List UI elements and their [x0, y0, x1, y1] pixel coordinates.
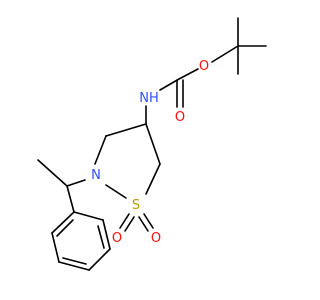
bond-phenyl-3-4 [88, 248, 111, 271]
bond-ring-c3-n [94, 135, 107, 165]
bond-s-oxygen-left-b [124, 216, 135, 232]
atom-label-o-carbonyl: O [175, 110, 185, 125]
bond-tbu-oxygen [211, 45, 239, 63]
structure-canvas: O O NH N S O O [37, 17, 267, 271]
atom-label-o-ester: O [199, 59, 209, 74]
bond-phenyl-inner-c [56, 219, 74, 237]
bond-s-oxygen-right-b [138, 216, 149, 232]
molecule-diagram: O O NH N S O O [37, 17, 267, 271]
bond-ring-c4-c3 [105, 123, 147, 137]
bond-s-oxygen-left-a [119, 213, 130, 229]
bond-phenyl-6-1 [51, 211, 75, 234]
bond-chiral-methyl [37, 159, 68, 187]
bond-phenyl-1-2 [73, 211, 104, 221]
atom-label-o-sulfonyl-right: O [151, 231, 161, 246]
bond-ring-c5-c4 [145, 123, 161, 165]
atom-label-n-ring: N [91, 168, 101, 183]
bond-chiral-phenyl [66, 185, 75, 213]
bond-s-oxygen-right-a [143, 213, 154, 229]
bond-ester-oxygen-carbonyl [178, 68, 199, 80]
atom-label-o-sulfonyl-left: O [112, 231, 122, 246]
bond-n-chiral-carbon [66, 179, 86, 187]
bond-phenyl-5-6 [51, 232, 60, 263]
bond-phenyl-2-3 [102, 219, 111, 250]
atom-label-nh: NH [139, 91, 159, 106]
bond-ring-s-c5 [145, 163, 161, 195]
bond-phenyl-inner-b [62, 257, 87, 265]
bond-phenyl-4-5 [58, 261, 90, 271]
bond-carbonyl-nh [159, 78, 180, 91]
bond-ring-n-s [105, 184, 127, 199]
bond-phenyl-inner-a [97, 225, 105, 249]
atom-label-s-ring: S [132, 198, 140, 213]
